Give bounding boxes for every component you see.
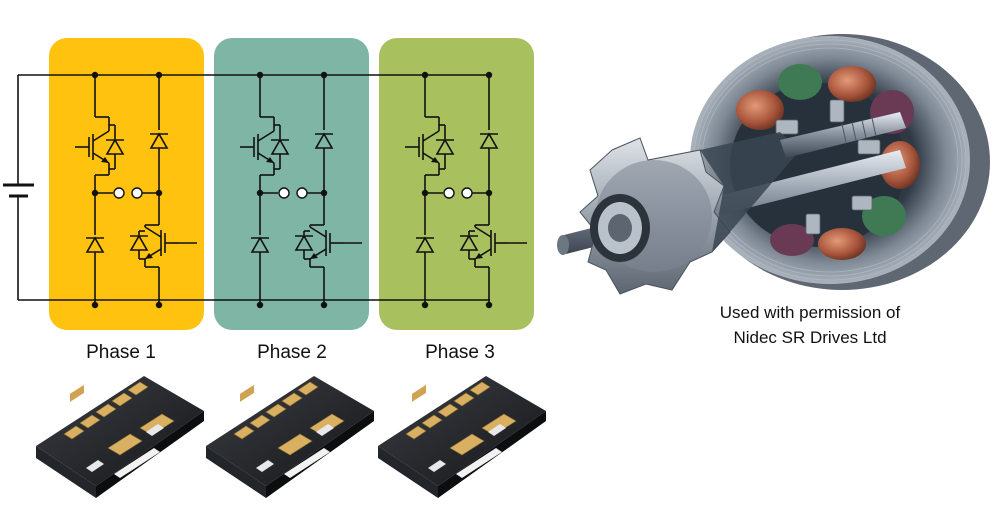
phase-3-label: Phase 3: [425, 342, 495, 363]
phase-1-label: Phase 1: [86, 342, 156, 363]
image-credit-line-2: Nidec SR Drives Ltd: [733, 328, 886, 347]
phase-2-panel: [214, 38, 369, 330]
igbt-module-icon: [377, 375, 547, 499]
image-credit-line-1: Used with permission of: [720, 303, 901, 322]
battery-icon: [3, 178, 34, 200]
srm-motor-icon: [557, 34, 990, 295]
phase-1-panel: [49, 38, 204, 330]
phase-2-label: Phase 2: [257, 342, 327, 363]
phase-3-panel: [379, 38, 534, 330]
igbt-module-icon: [35, 375, 205, 499]
igbt-module-icon: [205, 375, 375, 499]
